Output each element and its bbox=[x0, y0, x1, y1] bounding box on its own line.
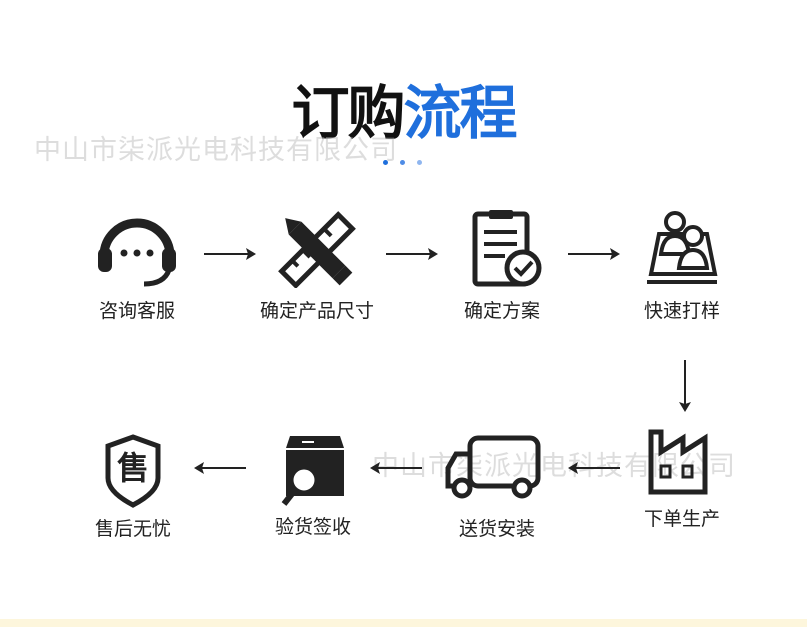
step-label: 咨询客服 bbox=[98, 300, 175, 322]
arrow-left-icon bbox=[194, 462, 246, 474]
arrow-left-icon bbox=[568, 462, 620, 474]
step-size: 确定产品尺寸 bbox=[232, 208, 402, 323]
step-sample: 快速打样 bbox=[597, 208, 767, 323]
factory-icon bbox=[648, 429, 708, 495]
step-label: 送货安装 bbox=[458, 518, 535, 540]
step-label: 下单生产 bbox=[643, 508, 720, 530]
arrow-down-icon bbox=[679, 360, 691, 412]
title-dots bbox=[383, 160, 422, 165]
step-label: 确定方案 bbox=[463, 300, 540, 322]
page-title: 订购流程 bbox=[0, 78, 807, 148]
after-sales-shield-icon: 售 bbox=[103, 434, 163, 508]
arrow-right-icon bbox=[568, 248, 620, 260]
arrow-right-icon bbox=[386, 248, 438, 260]
step-production: 下单生产 bbox=[597, 428, 767, 531]
arrow-left-icon bbox=[370, 462, 422, 474]
step-after-sales: 售 售后无忧 bbox=[48, 434, 218, 541]
step-label: 验货签收 bbox=[274, 516, 351, 538]
users-sample-icon bbox=[647, 211, 718, 284]
step-consult: 咨询客服 bbox=[52, 208, 222, 323]
clipboard-check-icon bbox=[472, 210, 542, 287]
box-inspect-icon bbox=[281, 436, 344, 506]
step-label: 售后无忧 bbox=[94, 518, 171, 540]
title-part-2: 流程 bbox=[403, 79, 518, 147]
bottom-strip bbox=[0, 619, 807, 627]
step-inspection: 验货签收 bbox=[228, 434, 398, 539]
watermark: 中山市柒派光电科技有限公司 bbox=[372, 451, 736, 482]
headset-icon bbox=[98, 218, 176, 287]
step-plan: 确定方案 bbox=[417, 208, 587, 323]
truck-icon bbox=[445, 435, 541, 499]
step-label: 快速打样 bbox=[643, 300, 720, 322]
step-delivery: 送货安装 bbox=[412, 432, 582, 541]
watermark: 中山市柒派光电科技有限公司 bbox=[34, 135, 398, 166]
arrow-right-icon bbox=[204, 248, 256, 260]
step-label: 确定产品尺寸 bbox=[259, 300, 374, 322]
pencil-ruler-icon bbox=[278, 211, 356, 288]
title-part-1: 订购 bbox=[291, 79, 405, 147]
shield-text: 售 bbox=[116, 449, 149, 487]
